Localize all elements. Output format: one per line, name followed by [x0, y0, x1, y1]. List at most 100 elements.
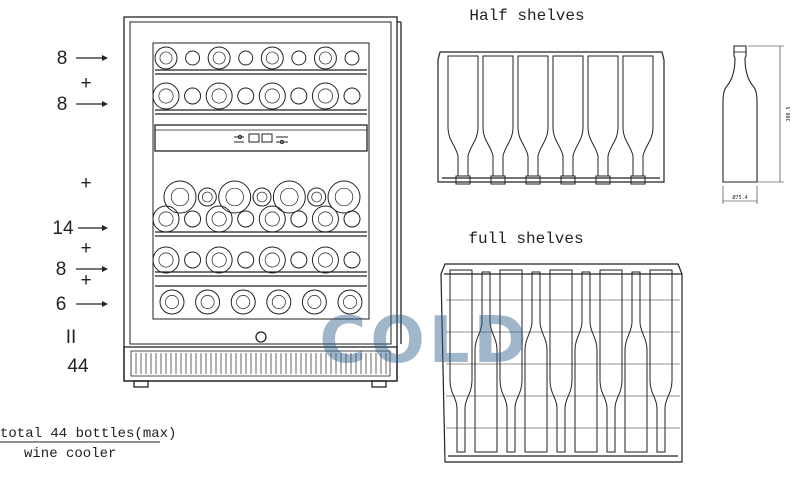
bottle-row-3-back	[252, 187, 272, 207]
bottle-row-3-front	[237, 210, 255, 228]
full-shelf-bottle	[474, 271, 498, 453]
lock-icon	[255, 331, 267, 343]
bottle-row-5	[301, 289, 327, 315]
bottle-row-3-front-inner	[158, 211, 174, 227]
bottle-row-1	[313, 46, 337, 70]
bottle-row-4-inner	[211, 252, 227, 268]
bottle-row-4	[311, 246, 339, 274]
single-bottle	[722, 45, 784, 204]
bottle-row-2	[290, 87, 308, 105]
bottle-row-3-back-inner	[256, 191, 268, 203]
full-shelf-drawing	[440, 263, 683, 463]
full-shelf-bottle	[524, 271, 548, 453]
half-shelf-drawing	[437, 51, 665, 183]
bottle-row-5-inner	[165, 295, 179, 309]
plus-sign-3: +	[80, 238, 91, 259]
bottle-outline	[722, 45, 758, 183]
bottle-row-2	[311, 82, 339, 110]
half-shelf-bottle-cap	[455, 175, 471, 185]
half-shelf-bottle	[622, 55, 654, 177]
bottle-row-1	[238, 50, 254, 66]
bottle-row-5	[337, 289, 363, 315]
bottle-row-4	[237, 251, 255, 269]
bottle-row-3-front	[205, 205, 233, 233]
bottle-row-3-back	[327, 180, 361, 214]
bottle-row-3-back	[163, 180, 197, 214]
bottle-row-2	[205, 82, 233, 110]
bottle-row-2	[343, 87, 361, 105]
full-shelf-bottle	[549, 269, 573, 453]
half-shelf-bottle-cap	[595, 175, 611, 185]
bottle-row-1	[291, 50, 307, 66]
bottle-row-1-inner	[265, 51, 279, 65]
bottle-row-5	[195, 289, 221, 315]
total-count: 44	[67, 356, 89, 377]
bottle-row-5-inner	[200, 295, 215, 309]
bottle-row-5-inner	[236, 295, 251, 309]
count-bottom-2: 8	[56, 259, 67, 280]
bottle-row-3-front	[184, 210, 202, 228]
front-bottle-rows	[152, 46, 363, 315]
bottle-row-4	[152, 246, 180, 274]
bottle-row-2	[258, 82, 286, 110]
vent-grille	[123, 346, 398, 382]
bottle-row-5-inner	[271, 295, 286, 309]
bottle-row-4	[343, 251, 361, 269]
bottle-row-3-front	[152, 205, 180, 233]
full-shelf-bottle	[499, 269, 523, 453]
bottle-row-5-inner	[307, 295, 322, 309]
full-shelf-frame	[440, 263, 683, 463]
bottle-row-4-inner	[317, 252, 333, 268]
bottle-row-3-back-inner	[280, 187, 299, 207]
bottle-row-3-back	[272, 180, 306, 214]
bottle-row-2-inner	[264, 88, 280, 104]
bottle-row-2-inner	[211, 88, 227, 104]
cooler-foot-right	[371, 380, 387, 388]
bottle-row-3-back-inner	[225, 187, 244, 207]
bottle-row-3-front-inner	[264, 211, 280, 227]
bottle-row-5	[159, 289, 185, 315]
count-top-1: 8	[57, 48, 68, 69]
bottle-row-1-inner	[319, 51, 332, 65]
bottle-row-4	[184, 251, 202, 269]
bottle-row-3-back	[197, 187, 217, 207]
count-bottom-3: 6	[56, 294, 67, 315]
total-caption: total 44 bottles(max)	[0, 426, 176, 442]
half-shelf-bottle	[517, 55, 549, 177]
plus-sign-1: +	[80, 73, 91, 94]
bottle-row-2	[184, 87, 202, 105]
half-shelf-bottle	[587, 55, 619, 177]
half-shelf-bottle-cap	[490, 175, 506, 185]
bottle-row-3-back	[218, 180, 252, 214]
full-shelf-bottle	[449, 269, 473, 453]
bottle-row-2-inner	[158, 88, 174, 104]
full-shelf-bottle	[574, 271, 598, 453]
bottle-row-3-back	[307, 187, 327, 207]
count-column	[76, 55, 108, 307]
bottle-row-5	[230, 289, 256, 315]
bottle-row-3-front-inner	[211, 211, 227, 227]
bottle-row-1	[185, 50, 201, 66]
bottle-height-label: 300.5	[786, 106, 792, 121]
bottle-row-1-inner	[159, 51, 173, 65]
equals-sign: II	[66, 327, 77, 348]
bottle-row-1	[260, 46, 284, 70]
count-top-2: 8	[57, 94, 68, 115]
half-shelf-bottle	[447, 55, 479, 177]
bottle-row-2	[152, 82, 180, 110]
full-shelf-bottle	[599, 269, 623, 453]
half-shelf-bottles	[447, 55, 654, 185]
plus-sign-2: +	[80, 173, 91, 194]
bottle-row-2	[237, 87, 255, 105]
bottle-row-3-back-inner	[311, 191, 322, 203]
half-shelf-frame	[437, 51, 665, 183]
grille-slats	[135, 353, 387, 374]
bottle-row-4-inner	[264, 252, 280, 268]
bottle-row-2-inner	[317, 88, 333, 104]
bottle-row-5	[266, 289, 292, 315]
bottle-row-3-front	[311, 205, 339, 233]
half-shelf-bottle	[552, 55, 584, 177]
bottle-width-label: Ø75.4	[732, 194, 747, 201]
